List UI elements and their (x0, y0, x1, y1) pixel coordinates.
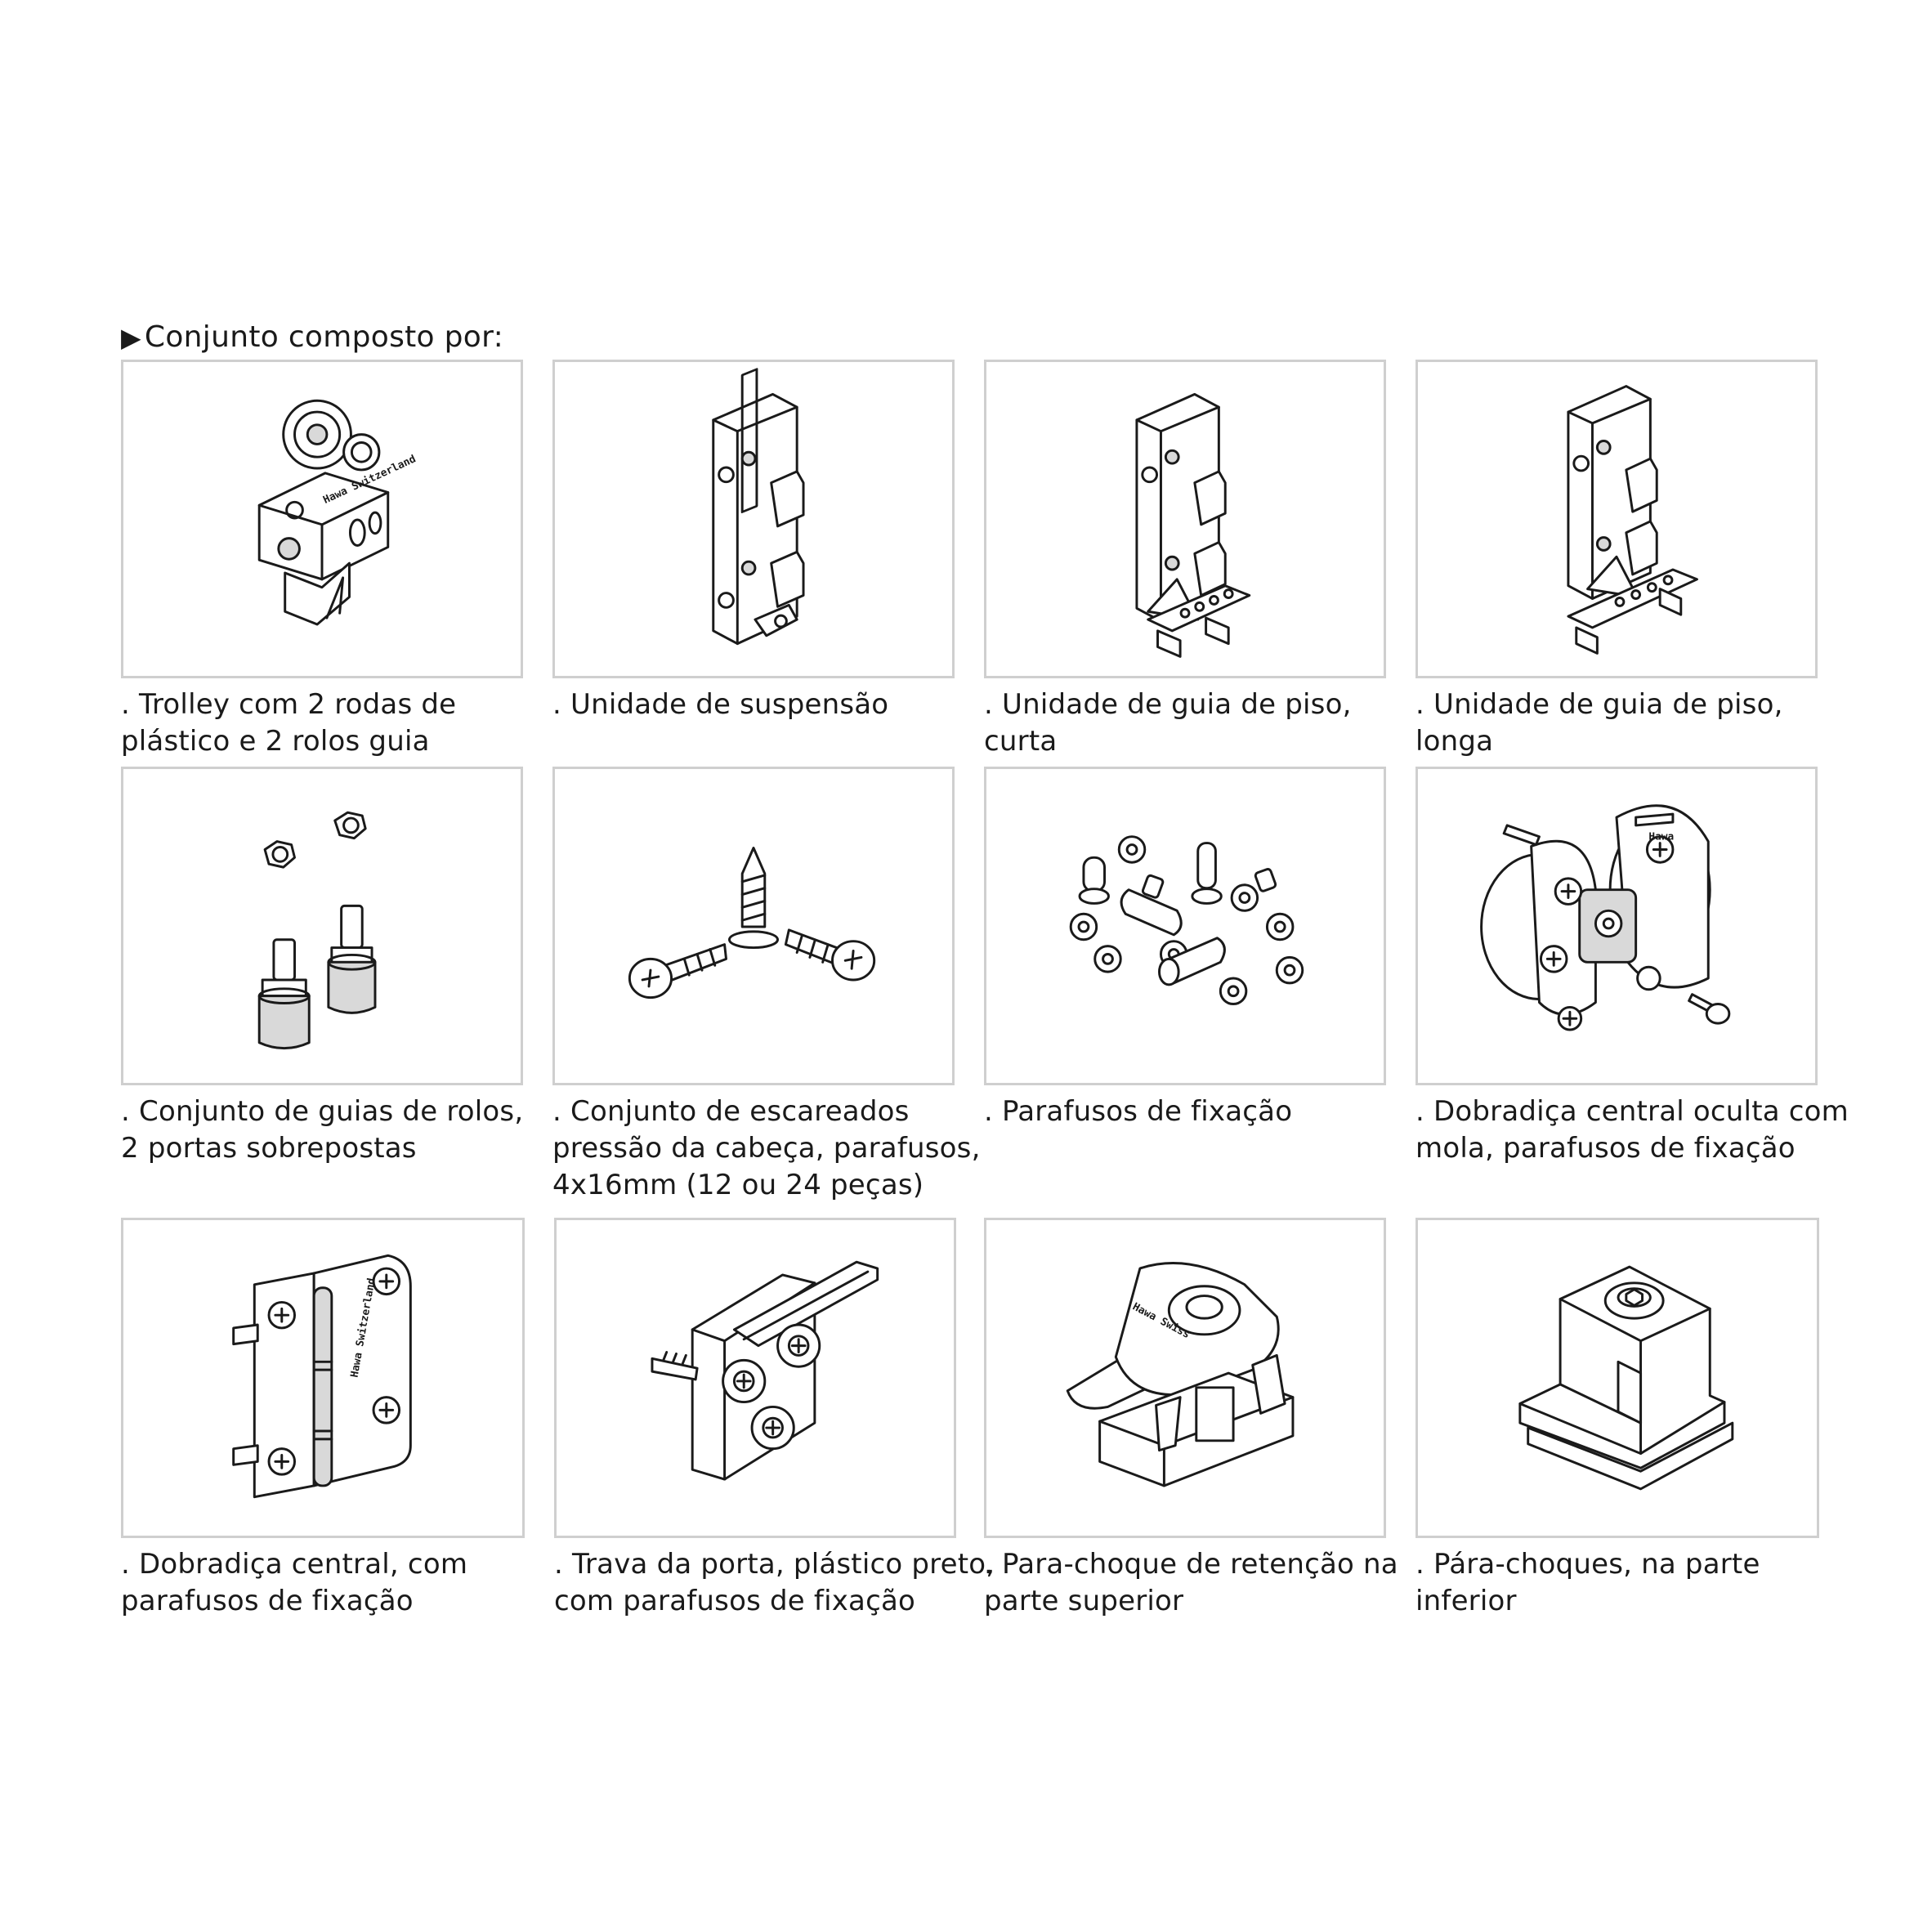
top-retention-bumper-caption: . Para-choque de retenção na parte super… (984, 1548, 1398, 1617)
countersunk-screws-image-frame (552, 767, 955, 1085)
floor-guide-short-icon (1135, 392, 1251, 658)
top-retention-bumper-icon: Hawa Swiss (1066, 1262, 1295, 1487)
fixing-screws-icon (1069, 835, 1304, 1005)
concealed-hinge-icon: Hawa (1480, 804, 1731, 1031)
door-lock-image-frame (554, 1218, 956, 1538)
center-hinge-image-frame: Hawa Switzerland (121, 1218, 525, 1538)
concealed-hinge-brand-label: Hawa (1648, 831, 1674, 843)
triangle-marker-icon: ▶ (121, 322, 141, 353)
center-hinge-icon: Hawa Switzerland (232, 1254, 412, 1499)
top-retention-bumper-image-frame: Hawa Swiss (984, 1218, 1386, 1538)
bottom-bumper-caption: . Pára-choques, na parte inferior (1415, 1548, 1760, 1617)
suspension-unit-image-frame (552, 360, 955, 678)
roller-guide-set-image-frame (121, 767, 523, 1085)
door-lock-icon (651, 1260, 879, 1481)
center-hinge-caption: . Dobradiça central, com parafusos de fi… (121, 1548, 468, 1617)
trolley-icon: Hawa Switzerland (257, 399, 418, 626)
suspension-unit-icon (712, 368, 805, 646)
roller-guide-set-caption: . Conjunto de guias de rolos, 2 portas s… (121, 1095, 524, 1165)
floor-guide-short-image-frame (984, 360, 1386, 678)
concealed-hinge-image-frame: Hawa (1415, 767, 1818, 1085)
page-heading: ▶Conjunto composto por: (121, 320, 503, 354)
suspension-unit-caption: . Unidade de suspensão (552, 688, 889, 721)
door-lock-caption: . Trava da porta, plástico preto, com pa… (554, 1548, 995, 1617)
countersunk-screws-icon (628, 847, 876, 1000)
svg-text:Hawa: Hawa (1648, 831, 1674, 843)
floor-guide-long-image-frame (1415, 360, 1818, 678)
roller-guide-set-icon (257, 811, 377, 1050)
heading-text: Conjunto composto por: (144, 320, 503, 354)
floor-guide-long-icon (1567, 385, 1698, 655)
concealed-hinge-caption: . Dobradiça central oculta com mola, par… (1415, 1095, 1849, 1165)
fixing-screws-caption: . Parafusos de fixação (984, 1095, 1293, 1128)
countersunk-screws-caption: . Conjunto de escareados pressão da cabe… (552, 1095, 981, 1201)
fixing-screws-image-frame (984, 767, 1386, 1085)
bottom-bumper-icon (1518, 1265, 1734, 1491)
floor-guide-short-caption: . Unidade de guia de piso, curta (984, 688, 1352, 758)
trolley-image-frame: Hawa Switzerland (121, 360, 523, 678)
trolley-caption: . Trolley com 2 rodas de plástico e 2 ro… (121, 688, 457, 758)
bottom-bumper-image-frame (1415, 1218, 1819, 1538)
floor-guide-long-caption: . Unidade de guia de piso, longa (1415, 688, 1783, 758)
